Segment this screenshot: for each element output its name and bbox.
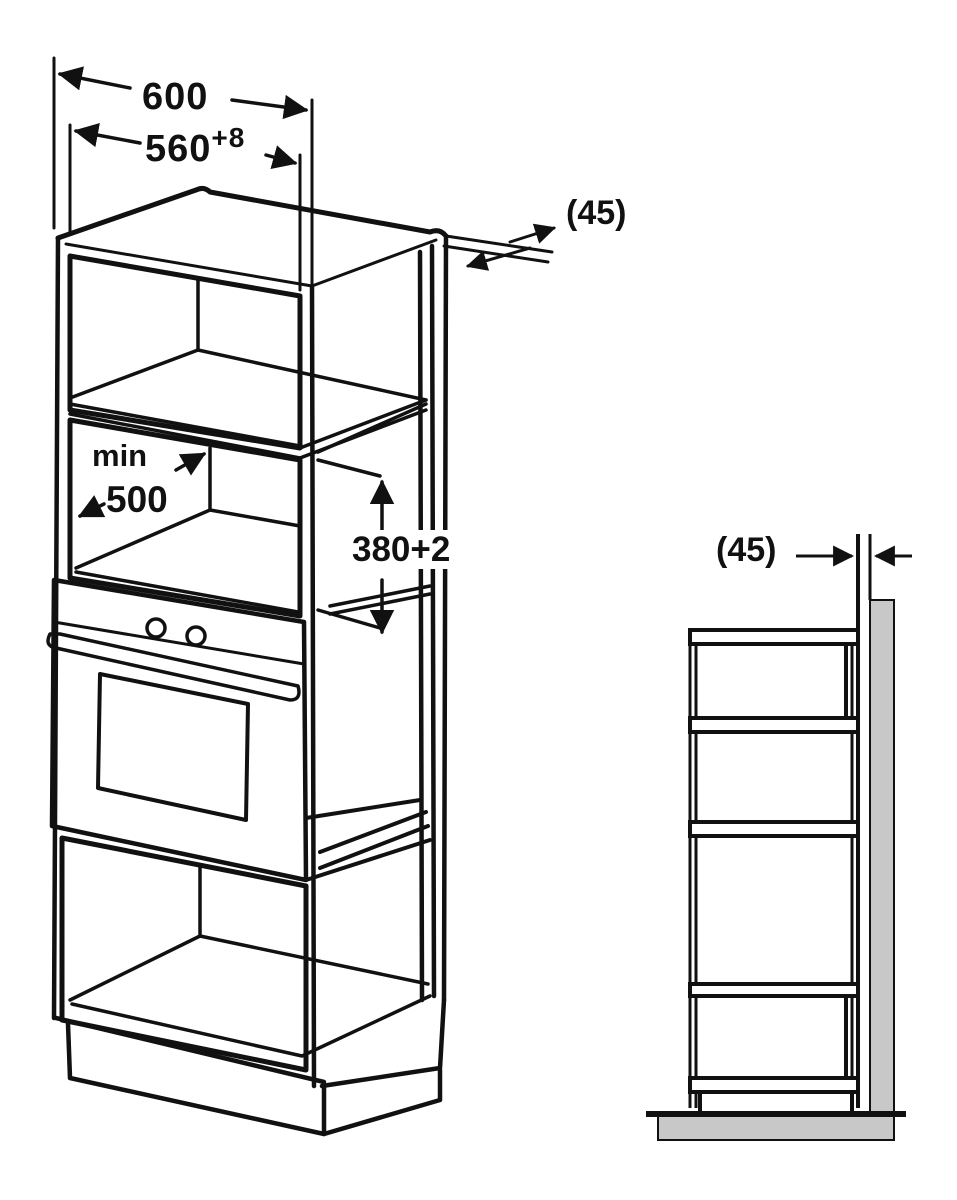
side-middle-shelf [688,820,860,838]
dimension-width-inner-base: 560 [145,128,212,170]
lower-compartment [59,835,432,1073]
side-view [646,534,912,1141]
top-extension-lines [52,56,314,292]
side-base-shelf [688,1076,860,1094]
dimension-min-label: min [92,438,148,473]
dimension-width-outer: 600 [142,76,209,118]
microwave-niche [67,417,432,630]
plinth [53,1015,443,1137]
dimension-width-inner-tolerance: +8 [211,122,246,153]
oven-knob-icon [145,617,167,639]
side-lower-shelf [688,982,860,998]
dimension-back-gap-top: (45) [566,194,627,232]
dimension-width-inner: 560+8 [145,124,245,170]
oven-window [96,672,250,822]
cabinet-top [55,185,449,288]
dimension-min-value: 500 [106,479,168,520]
side-top-shelf [688,628,860,646]
oven-knob-icon [185,625,207,647]
min-500-arrows [77,452,207,518]
oven [46,577,432,883]
dimension-back-gap-side: (45) [716,531,777,569]
floor [657,1115,895,1141]
wall [869,599,895,1113]
upper-compartment [67,253,428,460]
oven-handle [46,632,301,702]
dimension-600-arrows [57,66,309,120]
top-back-gap-lines [442,223,557,271]
dimension-niche-height: 380+2 [348,530,455,569]
dimension-560-arrows [73,123,298,169]
side-niche-shelf [688,716,860,734]
